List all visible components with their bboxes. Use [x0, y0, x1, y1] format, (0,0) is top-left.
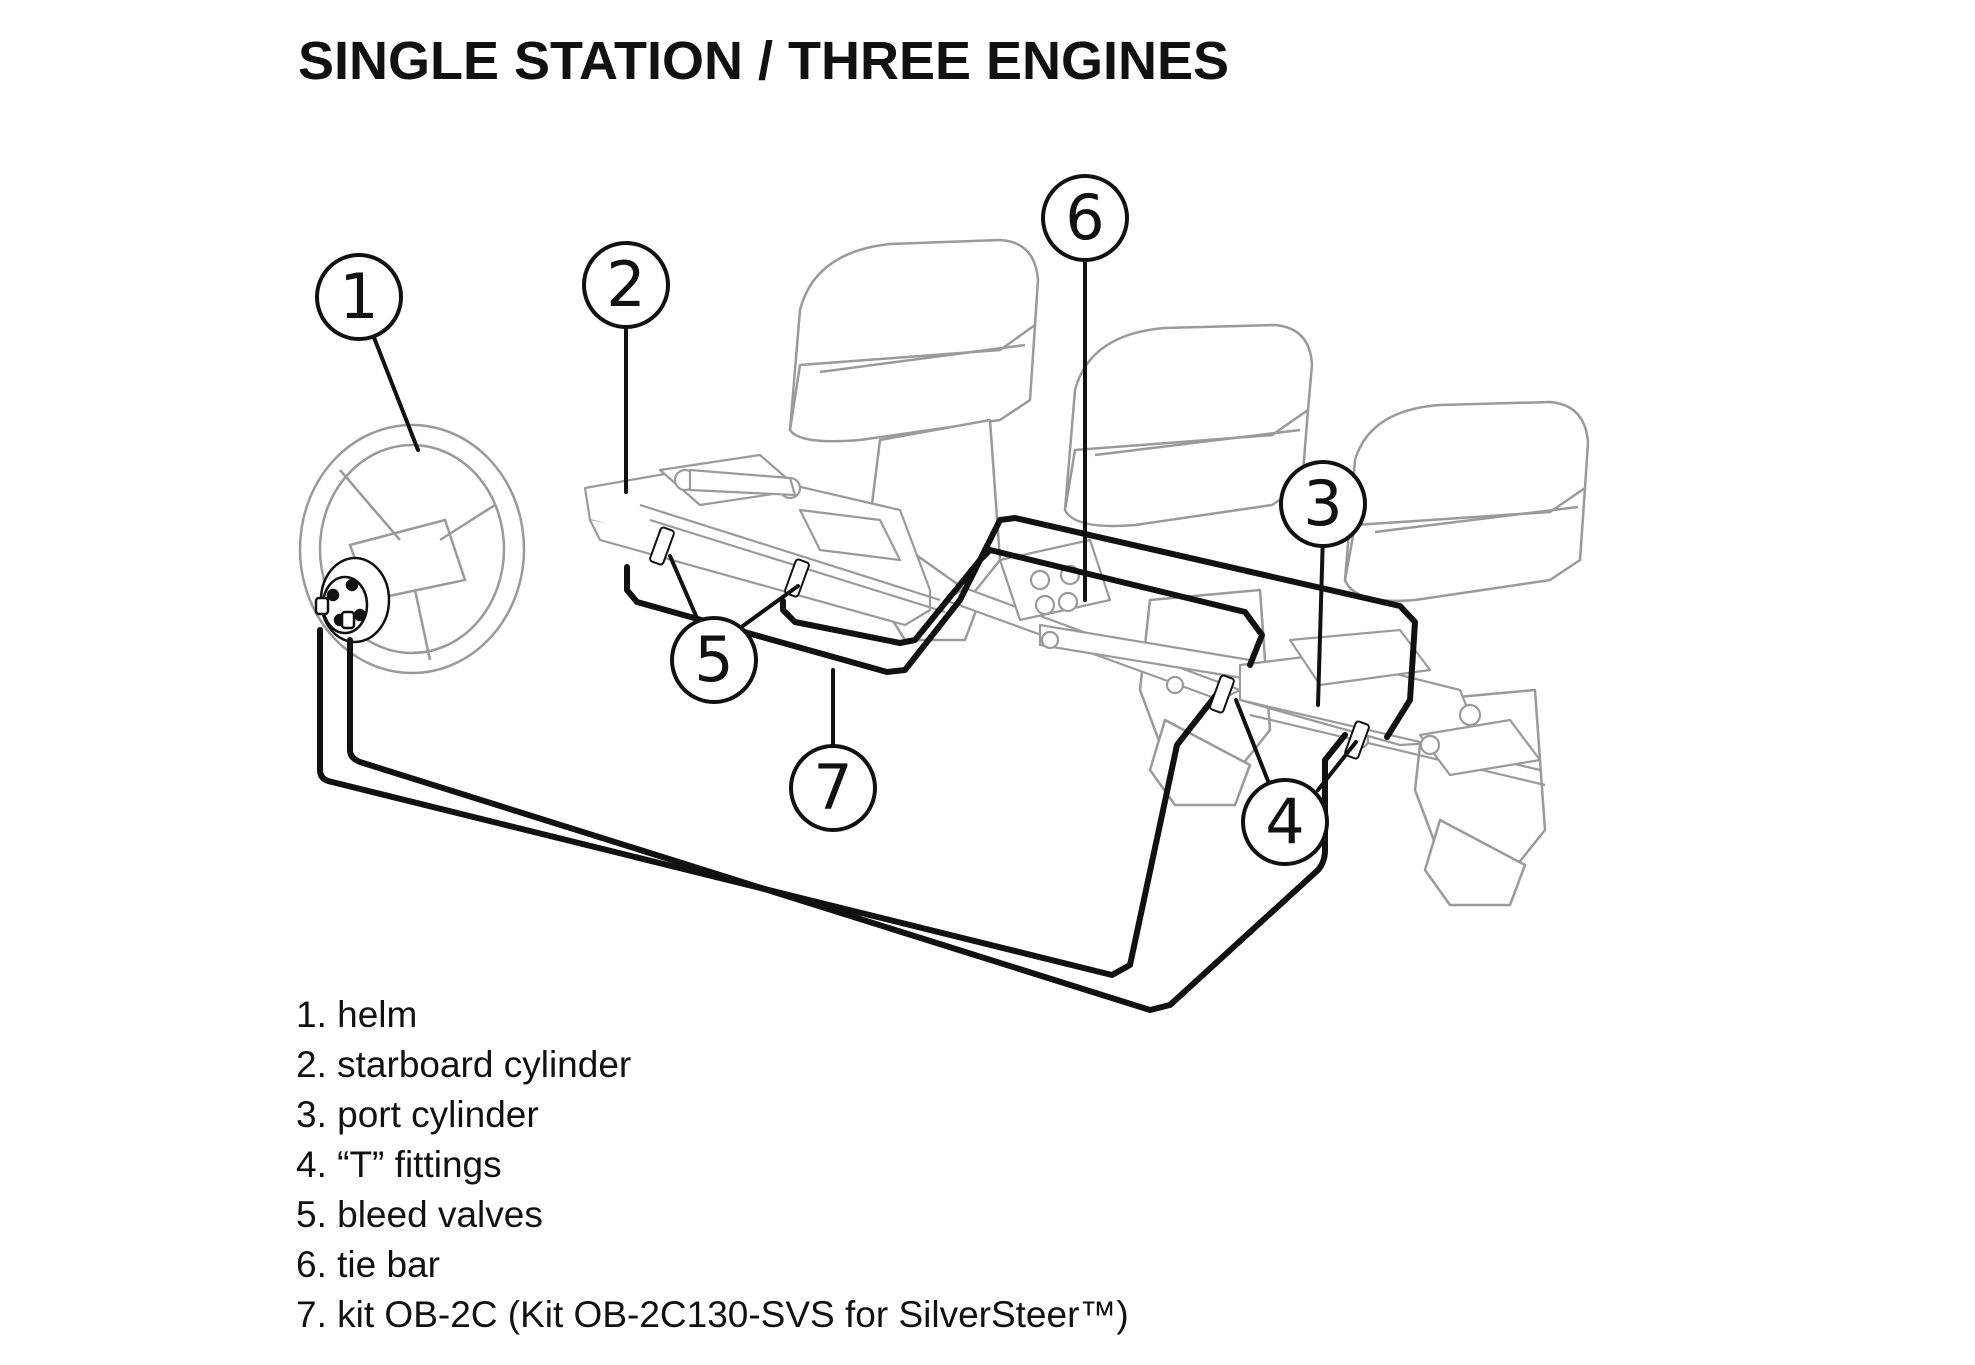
t-fitting-1: [1209, 674, 1235, 714]
callout-2: 2: [582, 241, 670, 329]
callout-4: 4: [1241, 778, 1329, 866]
parts-legend: 1. helm 2. starboard cylinder 3. port cy…: [296, 990, 1129, 1340]
svg-text:1: 1: [339, 260, 378, 333]
legend-item-t-fittings: 4. “T” fittings: [296, 1144, 502, 1185]
svg-text:5: 5: [694, 623, 733, 696]
legend-item-bleed-valves: 5. bleed valves: [296, 1194, 543, 1235]
leader-5b: [738, 584, 800, 630]
svg-text:2: 2: [606, 248, 645, 321]
svg-text:4: 4: [1265, 785, 1304, 858]
leader-3: [1316, 532, 1325, 707]
legend-item-port-cylinder: 3. port cylinder: [296, 1094, 539, 1135]
starboard-cylinder: [583, 453, 946, 627]
leader-1: [371, 333, 420, 452]
legend-item-helm: 1. helm: [296, 994, 418, 1035]
diagram-title: SINGLE STATION / THREE ENGINES: [298, 31, 1230, 91]
legend-item-kit: 7. kit OB-2C (Kit OB-2C130-SVS for Silve…: [296, 1294, 1129, 1335]
bleed-valve-2: [784, 558, 810, 598]
callout-5: 5: [670, 616, 758, 704]
svg-text:6: 6: [1065, 181, 1104, 254]
hydraulic-hoses: [317, 515, 1418, 1013]
callout-7: 7: [789, 744, 877, 832]
leader-4a: [1234, 698, 1272, 788]
callout-6: 6: [1041, 174, 1129, 262]
bleed-valve-1: [649, 526, 675, 566]
legend-item-starboard-cylinder: 2. starboard cylinder: [296, 1044, 632, 1085]
callout-3: 3: [1279, 460, 1367, 548]
leader-5a: [668, 554, 702, 627]
helm-pump: [314, 556, 391, 644]
callout-leaders: [371, 256, 1358, 792]
outboard-engine-2: [1063, 323, 1314, 807]
legend-item-tie-bar: 6. tie bar: [296, 1244, 440, 1285]
svg-text:3: 3: [1303, 467, 1342, 540]
callout-1: 1: [315, 253, 403, 341]
helm-steering-wheel: [298, 423, 526, 675]
leader-4b: [1316, 740, 1358, 792]
svg-text:7: 7: [813, 751, 852, 824]
port-cylinder: [1238, 628, 1546, 787]
